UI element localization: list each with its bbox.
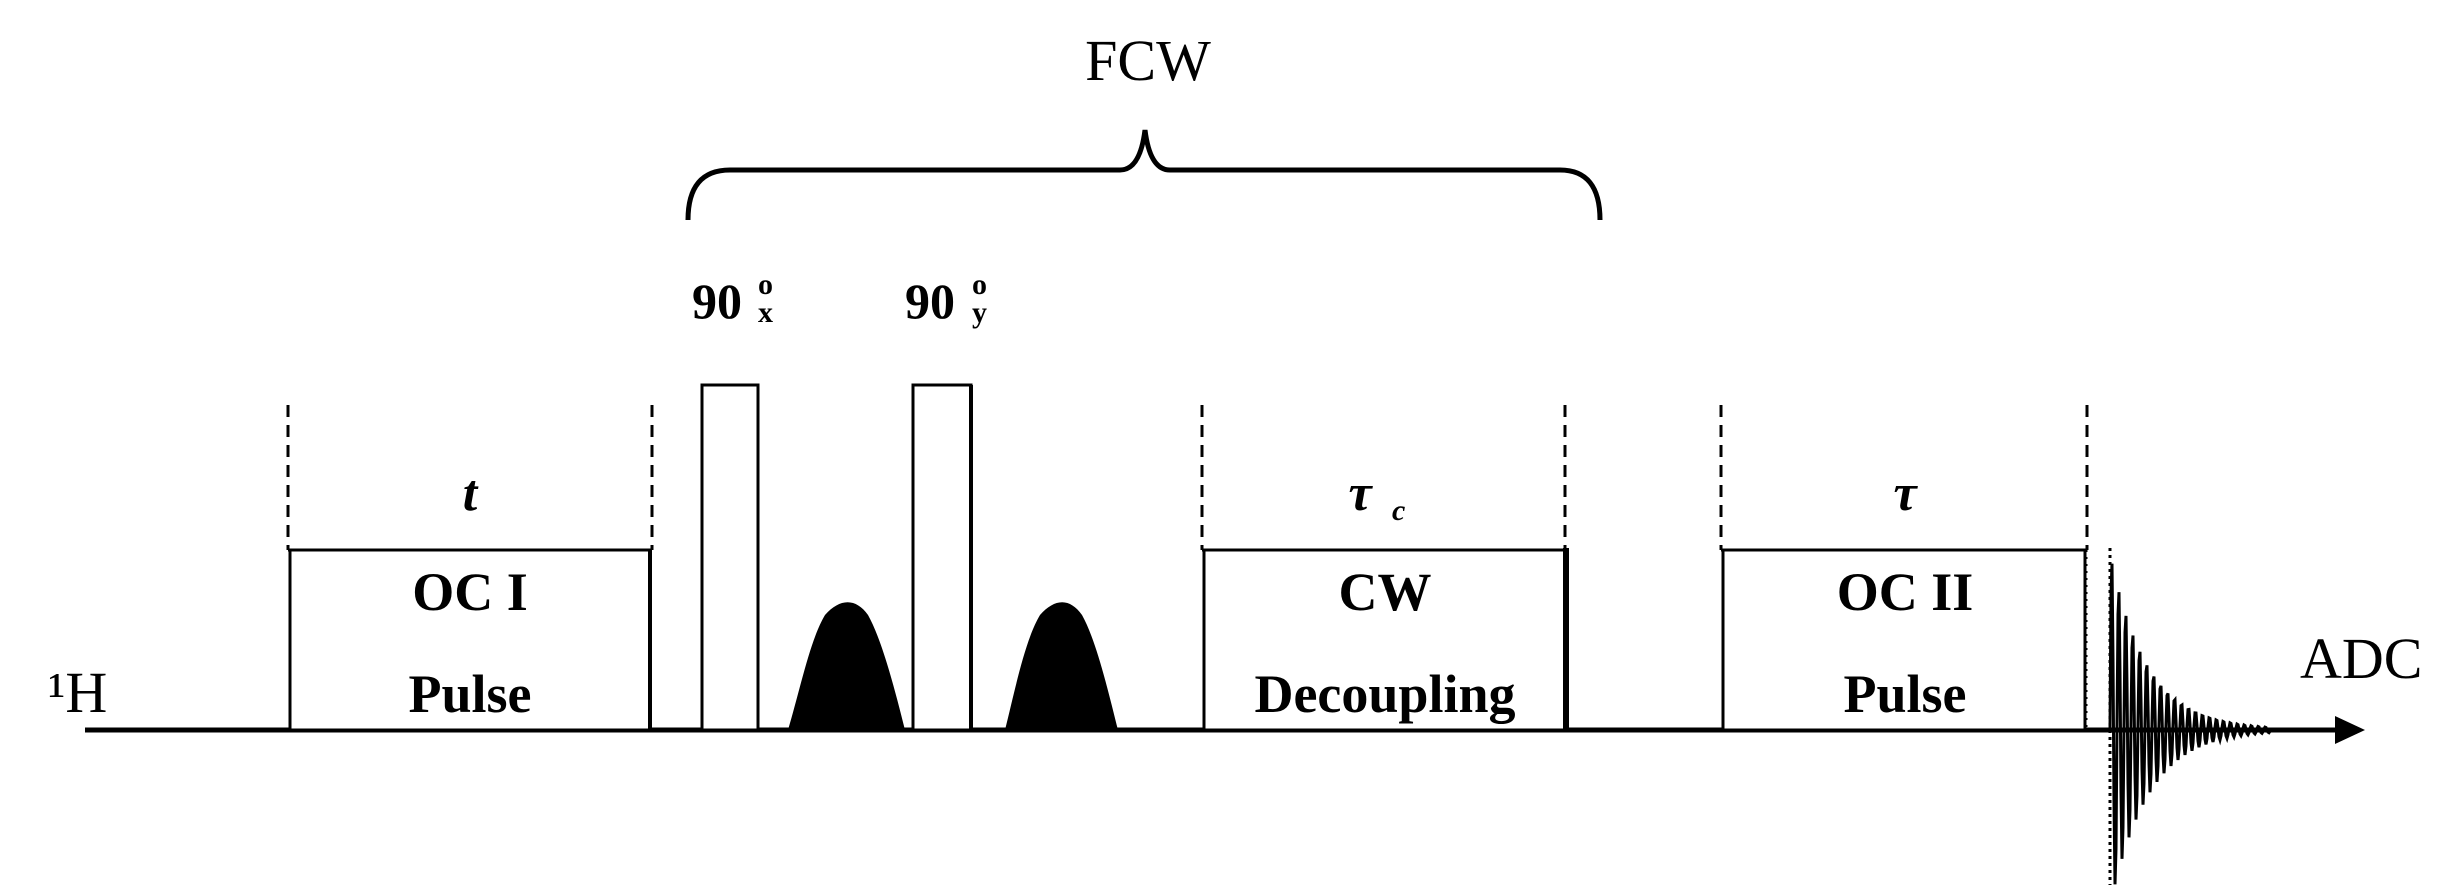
cw-block: τ c CW Decoupling [1200, 405, 1569, 732]
cw-title: CW [1339, 562, 1432, 622]
shaped-pulse-2 [1005, 602, 1118, 730]
fcw-label: FCW [1085, 28, 1211, 93]
cw-box [1202, 548, 1568, 732]
oc2-subtitle: Pulse [1843, 664, 1966, 724]
pulse-y-sub: y [972, 296, 987, 329]
pulse-x-main-label: 90 [692, 273, 742, 329]
pulse-x-sup: o [758, 268, 773, 301]
pulse-x-rect [700, 383, 760, 732]
fcw-brace [685, 129, 1603, 221]
hard-pulse-y: 90 o y [905, 268, 987, 732]
oc1-box [288, 548, 652, 732]
oc2-delay-label: τ [1893, 465, 1918, 522]
axis-arrowhead [2335, 716, 2365, 744]
oc2-box [1721, 548, 2087, 732]
oc2-block: τ OC II Pulse [1719, 405, 2089, 732]
hard-pulse-x: 90 o x [692, 268, 773, 732]
cw-delay-label: τ [1348, 465, 1373, 522]
fid-signal [2108, 548, 2272, 885]
pulse-y-rect [911, 383, 973, 732]
adc-label: ADC [2300, 626, 2422, 691]
oc1-subtitle: Pulse [408, 664, 531, 724]
pulse-y-sup: o [972, 268, 987, 301]
pulse-y-main-label: 90 [905, 273, 955, 329]
fid-waveform [2108, 563, 2272, 885]
oc1-delay-label: t [463, 465, 479, 522]
cw-subtitle: Decoupling [1254, 664, 1515, 724]
shaped-pulse-1 [788, 602, 905, 730]
channel-label-1h: ¹H [48, 660, 107, 725]
cw-delay-sub: c [1392, 494, 1405, 527]
oc1-block: t OC I Pulse [286, 405, 654, 732]
pulse-x-sub: x [758, 296, 773, 329]
oc2-title: OC II [1837, 562, 1974, 622]
oc1-title: OC I [412, 562, 528, 622]
